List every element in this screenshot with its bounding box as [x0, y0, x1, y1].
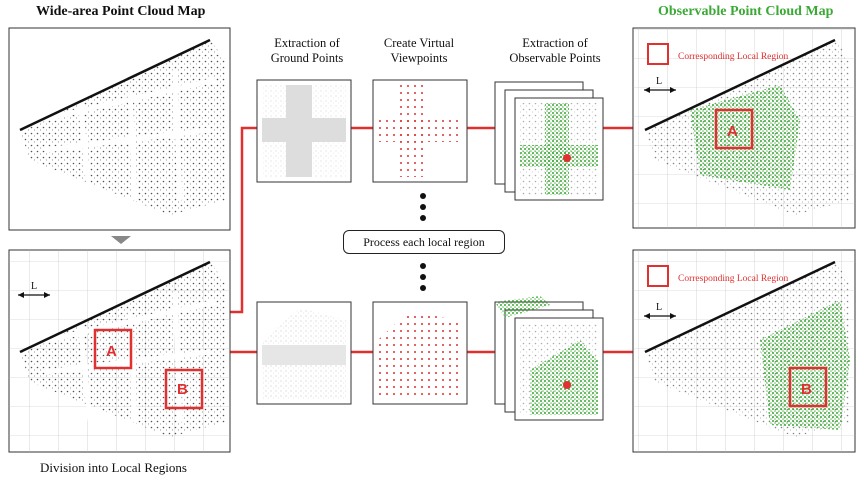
scale-label-divided: L [31, 281, 37, 292]
region-a-label: A [106, 343, 117, 360]
step-ground-line1: Extraction of [274, 36, 340, 50]
result-region-b-label: B [801, 381, 812, 398]
viewpoint-marker-bottom [563, 381, 571, 389]
viewpoints-bottom [372, 301, 468, 405]
observable-points-top [494, 81, 604, 201]
viewpoint-marker-top [563, 154, 571, 162]
step-observable-line1: Extraction of [522, 36, 588, 50]
step-observable-label: Extraction of Observable Points [495, 36, 615, 66]
observable-map-bottom: Corresponding Local Region L B [632, 249, 856, 453]
down-arrow-icon [111, 236, 131, 244]
divided-map-panel: L A B [8, 249, 231, 453]
step-observable-line2: Observable Points [509, 51, 601, 65]
result-region-a-box [714, 108, 754, 150]
step-ground-line2: Ground Points [270, 51, 344, 65]
ground-points-top [256, 79, 352, 183]
step-ground-label: Extraction of Ground Points [247, 36, 367, 66]
corresponding-label-top: Corresponding Local Region [678, 52, 789, 62]
observable-map-title: Observable Point Cloud Map [658, 4, 834, 19]
region-a-box [93, 328, 133, 370]
ellipsis-dots [420, 193, 426, 291]
viewpoints-top [372, 79, 468, 183]
result-region-b-box [788, 366, 828, 408]
observable-points-bottom [494, 296, 604, 421]
region-b-label: B [177, 381, 188, 398]
observable-map-top: Corresponding Local Region L A [632, 27, 856, 229]
ground-points-bottom [256, 301, 352, 405]
wide-area-map-panel [8, 27, 231, 231]
step-viewpoints-label: Create Virtual Viewpoints [359, 36, 479, 66]
scale-label-bottom: L [656, 302, 662, 313]
result-region-a-label: A [727, 123, 738, 140]
step-viewpoints-line1: Create Virtual [383, 36, 455, 50]
corresponding-label-bottom: Corresponding Local Region [678, 274, 789, 284]
step-viewpoints-line2: Viewpoints [390, 51, 448, 65]
scale-label-top: L [656, 76, 662, 87]
division-caption: Division into Local Regions [40, 460, 187, 475]
wide-area-map-title: Wide-area Point Cloud Map [36, 4, 206, 19]
process-each-region-label: Process each local region [343, 230, 505, 254]
region-b-box [164, 368, 204, 410]
